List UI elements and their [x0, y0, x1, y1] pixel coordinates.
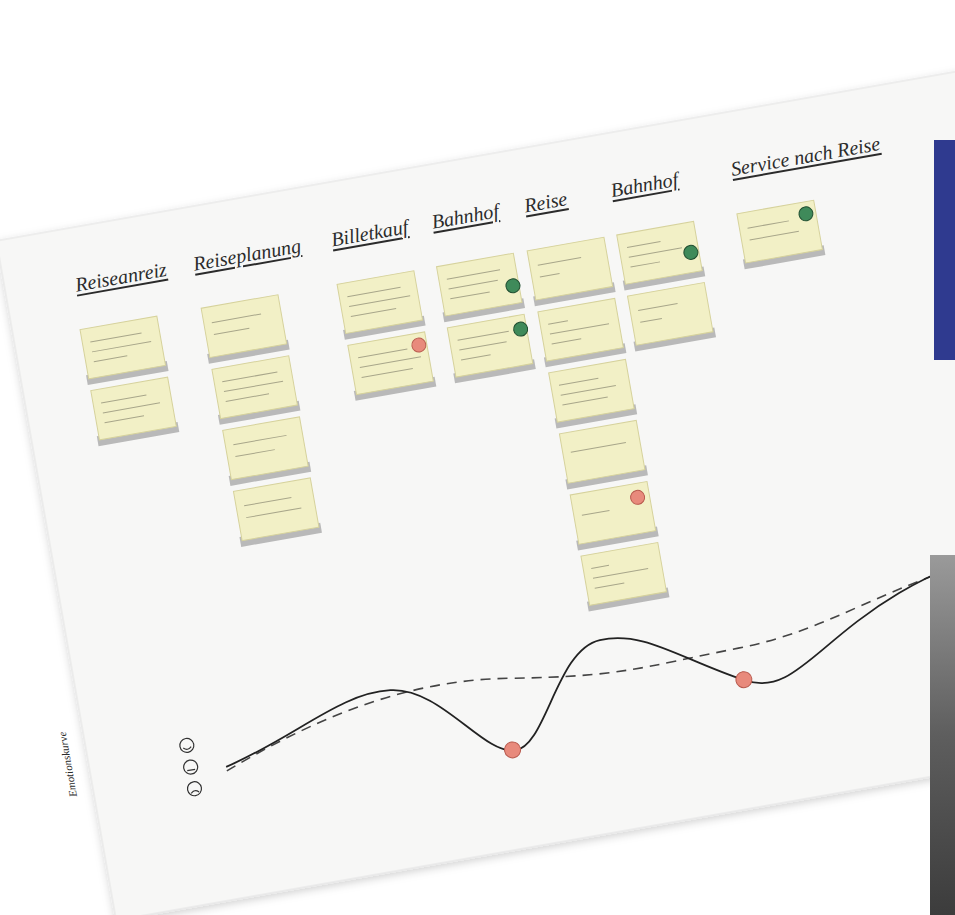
sticky-note	[579, 542, 669, 611]
green-dot	[513, 321, 529, 337]
red-dot	[411, 337, 427, 353]
handwriting	[101, 393, 162, 423]
handwriting	[347, 286, 412, 316]
axis-label: Emotionskurve	[56, 731, 79, 798]
handwriting	[627, 238, 684, 267]
sticky-note	[445, 314, 535, 383]
sticky-note	[735, 200, 825, 269]
sticky-note	[221, 416, 311, 485]
red-dot	[735, 670, 754, 689]
note-paper	[80, 316, 165, 379]
note-paper	[447, 314, 532, 377]
note-paper	[538, 298, 623, 361]
expected-curve	[213, 547, 955, 771]
sticky-note	[89, 377, 179, 446]
note-paper	[348, 332, 433, 395]
sticky-note	[615, 221, 705, 290]
handwriting	[638, 303, 679, 322]
handwriting	[538, 258, 583, 277]
whiteboard	[0, 57, 955, 915]
sticky-note	[557, 420, 647, 489]
sticky-note	[547, 359, 637, 428]
red-dot	[503, 741, 522, 760]
sticky-note	[231, 478, 321, 547]
handwriting	[222, 371, 285, 401]
handwriting	[244, 496, 301, 518]
smiley-mouth	[187, 769, 195, 770]
handwriting	[559, 376, 618, 405]
note-paper	[581, 543, 666, 606]
blue-panel	[934, 140, 955, 360]
handwriting	[748, 219, 799, 240]
handwriting	[447, 270, 504, 299]
sticky-note	[210, 355, 300, 424]
smiley-scale	[179, 737, 203, 797]
handwriting	[358, 347, 423, 377]
handwriting	[458, 331, 513, 360]
handwriting	[212, 314, 263, 335]
handwriting	[548, 314, 611, 344]
sticky-note	[335, 270, 425, 339]
photo-strip	[930, 555, 955, 915]
sticky-note	[78, 316, 168, 385]
note-paper	[212, 356, 297, 419]
red-dot	[630, 489, 646, 505]
smiley-mouth	[183, 747, 191, 750]
sticky-note	[536, 298, 626, 367]
smiley-mouth	[191, 790, 199, 793]
happy-smiley	[179, 737, 195, 753]
handwriting	[571, 443, 626, 453]
note-paper	[628, 283, 713, 346]
note-paper	[737, 200, 822, 263]
green-dot	[505, 278, 521, 294]
handwriting	[90, 332, 153, 362]
green-dot	[798, 206, 814, 222]
sticky-note	[525, 237, 615, 306]
handwriting	[233, 435, 288, 456]
sticky-note	[346, 331, 436, 400]
sticky-note	[568, 481, 658, 550]
green-dot	[683, 244, 699, 260]
note-paper	[223, 417, 308, 480]
note-paper	[91, 377, 176, 440]
handwriting	[591, 559, 650, 588]
note-paper	[233, 478, 318, 541]
sad-smiley	[186, 781, 202, 797]
note-paper	[437, 253, 522, 316]
neutral-smiley	[183, 759, 199, 775]
sticky-note	[435, 253, 525, 322]
note-paper	[337, 271, 422, 334]
note-paper	[201, 295, 286, 358]
note-paper	[570, 481, 655, 544]
note-paper	[527, 237, 612, 300]
handwriting	[582, 510, 610, 515]
note-paper	[617, 221, 702, 284]
sticky-note	[199, 294, 289, 363]
note-paper	[559, 420, 644, 483]
sticky-note	[626, 282, 716, 351]
emotion-curve	[212, 543, 955, 801]
note-paper	[549, 359, 634, 422]
